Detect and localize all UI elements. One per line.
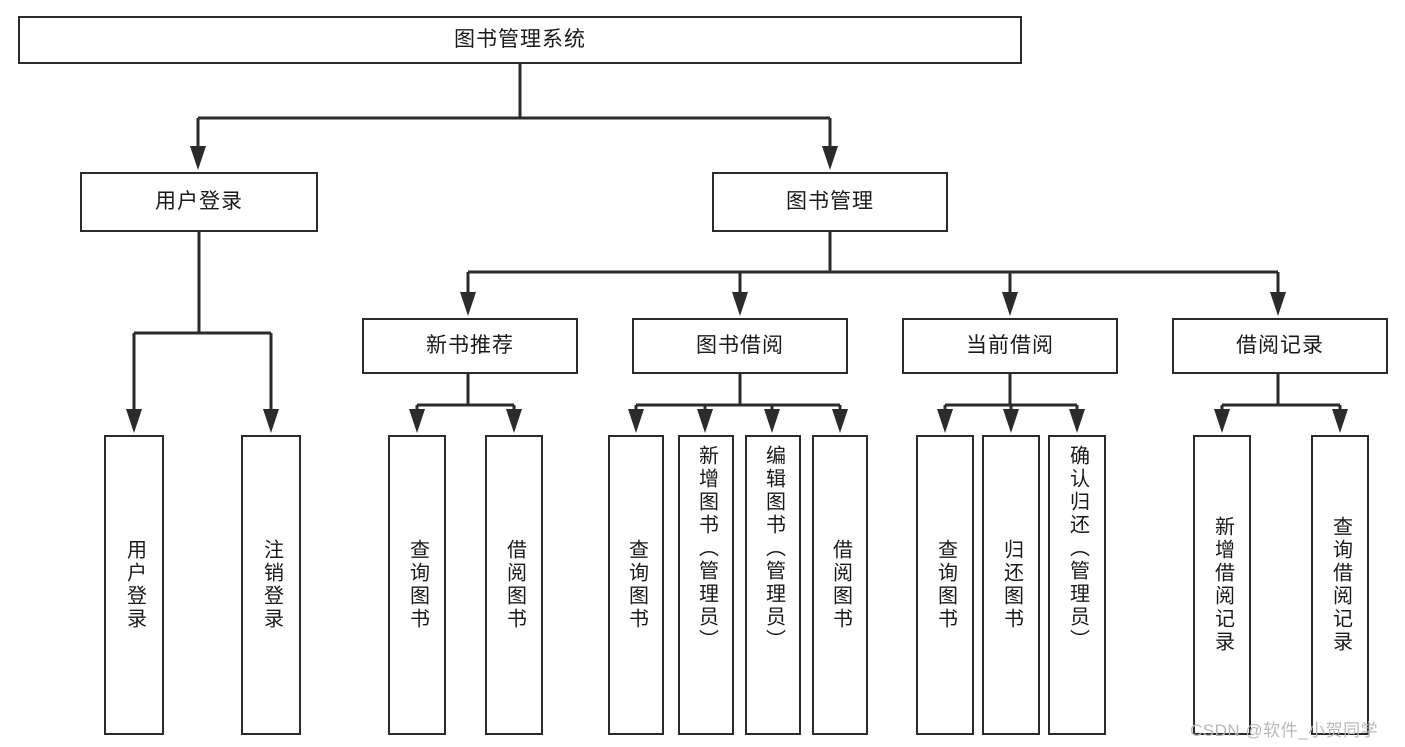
node-leaf-user-login[interactable]: 用户登录	[104, 435, 164, 735]
arrow-icon-bookmgmt-to-level3-1	[732, 292, 748, 316]
node-leaf-add-borrow-record[interactable]: 新增借阅记录	[1193, 435, 1251, 735]
node-label: 新增借阅记录	[1211, 516, 1234, 654]
node-borrow-record[interactable]: 借阅记录	[1172, 318, 1388, 374]
node-label: 新增图书（管理员）	[695, 445, 718, 652]
node-user-login[interactable]: 用户登录	[80, 172, 318, 232]
node-label: 注销登录	[260, 539, 283, 631]
node-leaf-return-book[interactable]: 归还图书	[982, 435, 1040, 735]
arrow-icon-userlogin-to-leaves-0	[126, 409, 142, 433]
node-label: 借阅图书	[829, 539, 852, 631]
arrow-icon-record-to-leaves-0	[1214, 409, 1230, 433]
arrow-icon-current-to-leaves-2	[1069, 409, 1085, 433]
node-label: 确认归还（管理员）	[1066, 445, 1089, 652]
node-label: 图书管理	[786, 190, 874, 214]
node-leaf-edit-book-admin[interactable]: 编辑图书（管理员）	[745, 435, 801, 735]
arrow-icon-current-to-leaves-0	[937, 409, 953, 433]
node-new-book-recommend[interactable]: 新书推荐	[362, 318, 578, 374]
node-label: 查询图书	[625, 539, 648, 631]
node-label: 图书管理系统	[454, 28, 586, 52]
node-leaf-query-borrow-record[interactable]: 查询借阅记录	[1311, 435, 1369, 735]
node-book-borrow[interactable]: 图书借阅	[632, 318, 848, 374]
node-leaf-borrow-book[interactable]: 借阅图书	[812, 435, 868, 735]
arrow-icon-bookmgmt-to-level3-3	[1270, 292, 1286, 316]
arrow-icon-borrow-to-leaves-2	[764, 409, 780, 433]
node-label: 查询借阅记录	[1329, 516, 1352, 654]
node-leaf-query-book-recommend[interactable]: 查询图书	[388, 435, 446, 735]
node-leaf-borrow-book-recommend[interactable]: 借阅图书	[485, 435, 543, 735]
node-label: 用户登录	[155, 190, 243, 214]
arrow-icon-recommend-to-leaves-0	[409, 409, 425, 433]
node-leaf-logout[interactable]: 注销登录	[241, 435, 301, 735]
node-label: 新书推荐	[426, 334, 514, 358]
arrow-icon-root-to-level2-1	[822, 146, 838, 170]
arrow-icon-borrow-to-leaves-0	[628, 409, 644, 433]
node-label: 借阅图书	[503, 539, 526, 631]
node-leaf-add-book-admin[interactable]: 新增图书（管理员）	[678, 435, 734, 735]
node-label: 编辑图书（管理员）	[762, 445, 785, 652]
node-book-management[interactable]: 图书管理	[712, 172, 948, 232]
arrow-icon-record-to-leaves-1	[1332, 409, 1348, 433]
arrow-icon-bookmgmt-to-level3-2	[1002, 292, 1018, 316]
arrow-icon-current-to-leaves-1	[1003, 409, 1019, 433]
node-label: 查询图书	[406, 539, 429, 631]
arrow-icon-userlogin-to-leaves-1	[263, 409, 279, 433]
node-leaf-query-book-current[interactable]: 查询图书	[916, 435, 974, 735]
arrow-icon-bookmgmt-to-level3-0	[460, 292, 476, 316]
arrow-icon-recommend-to-leaves-1	[506, 409, 522, 433]
node-current-borrow[interactable]: 当前借阅	[902, 318, 1118, 374]
node-label: 用户登录	[123, 539, 146, 631]
node-label: 借阅记录	[1236, 334, 1324, 358]
node-root[interactable]: 图书管理系统	[18, 16, 1022, 64]
arrow-icon-root-to-level2-0	[190, 146, 206, 170]
node-label: 归还图书	[1000, 539, 1023, 631]
csdn-watermark: CSDN @软件_小贺同学	[1190, 721, 1379, 740]
node-label: 图书借阅	[696, 334, 784, 358]
node-label: 当前借阅	[966, 334, 1054, 358]
node-leaf-confirm-return-admin[interactable]: 确认归还（管理员）	[1048, 435, 1106, 735]
node-leaf-query-book-borrow[interactable]: 查询图书	[608, 435, 664, 735]
node-label: 查询图书	[934, 539, 957, 631]
arrow-icon-borrow-to-leaves-3	[832, 409, 848, 433]
arrow-icon-borrow-to-leaves-1	[697, 409, 713, 433]
